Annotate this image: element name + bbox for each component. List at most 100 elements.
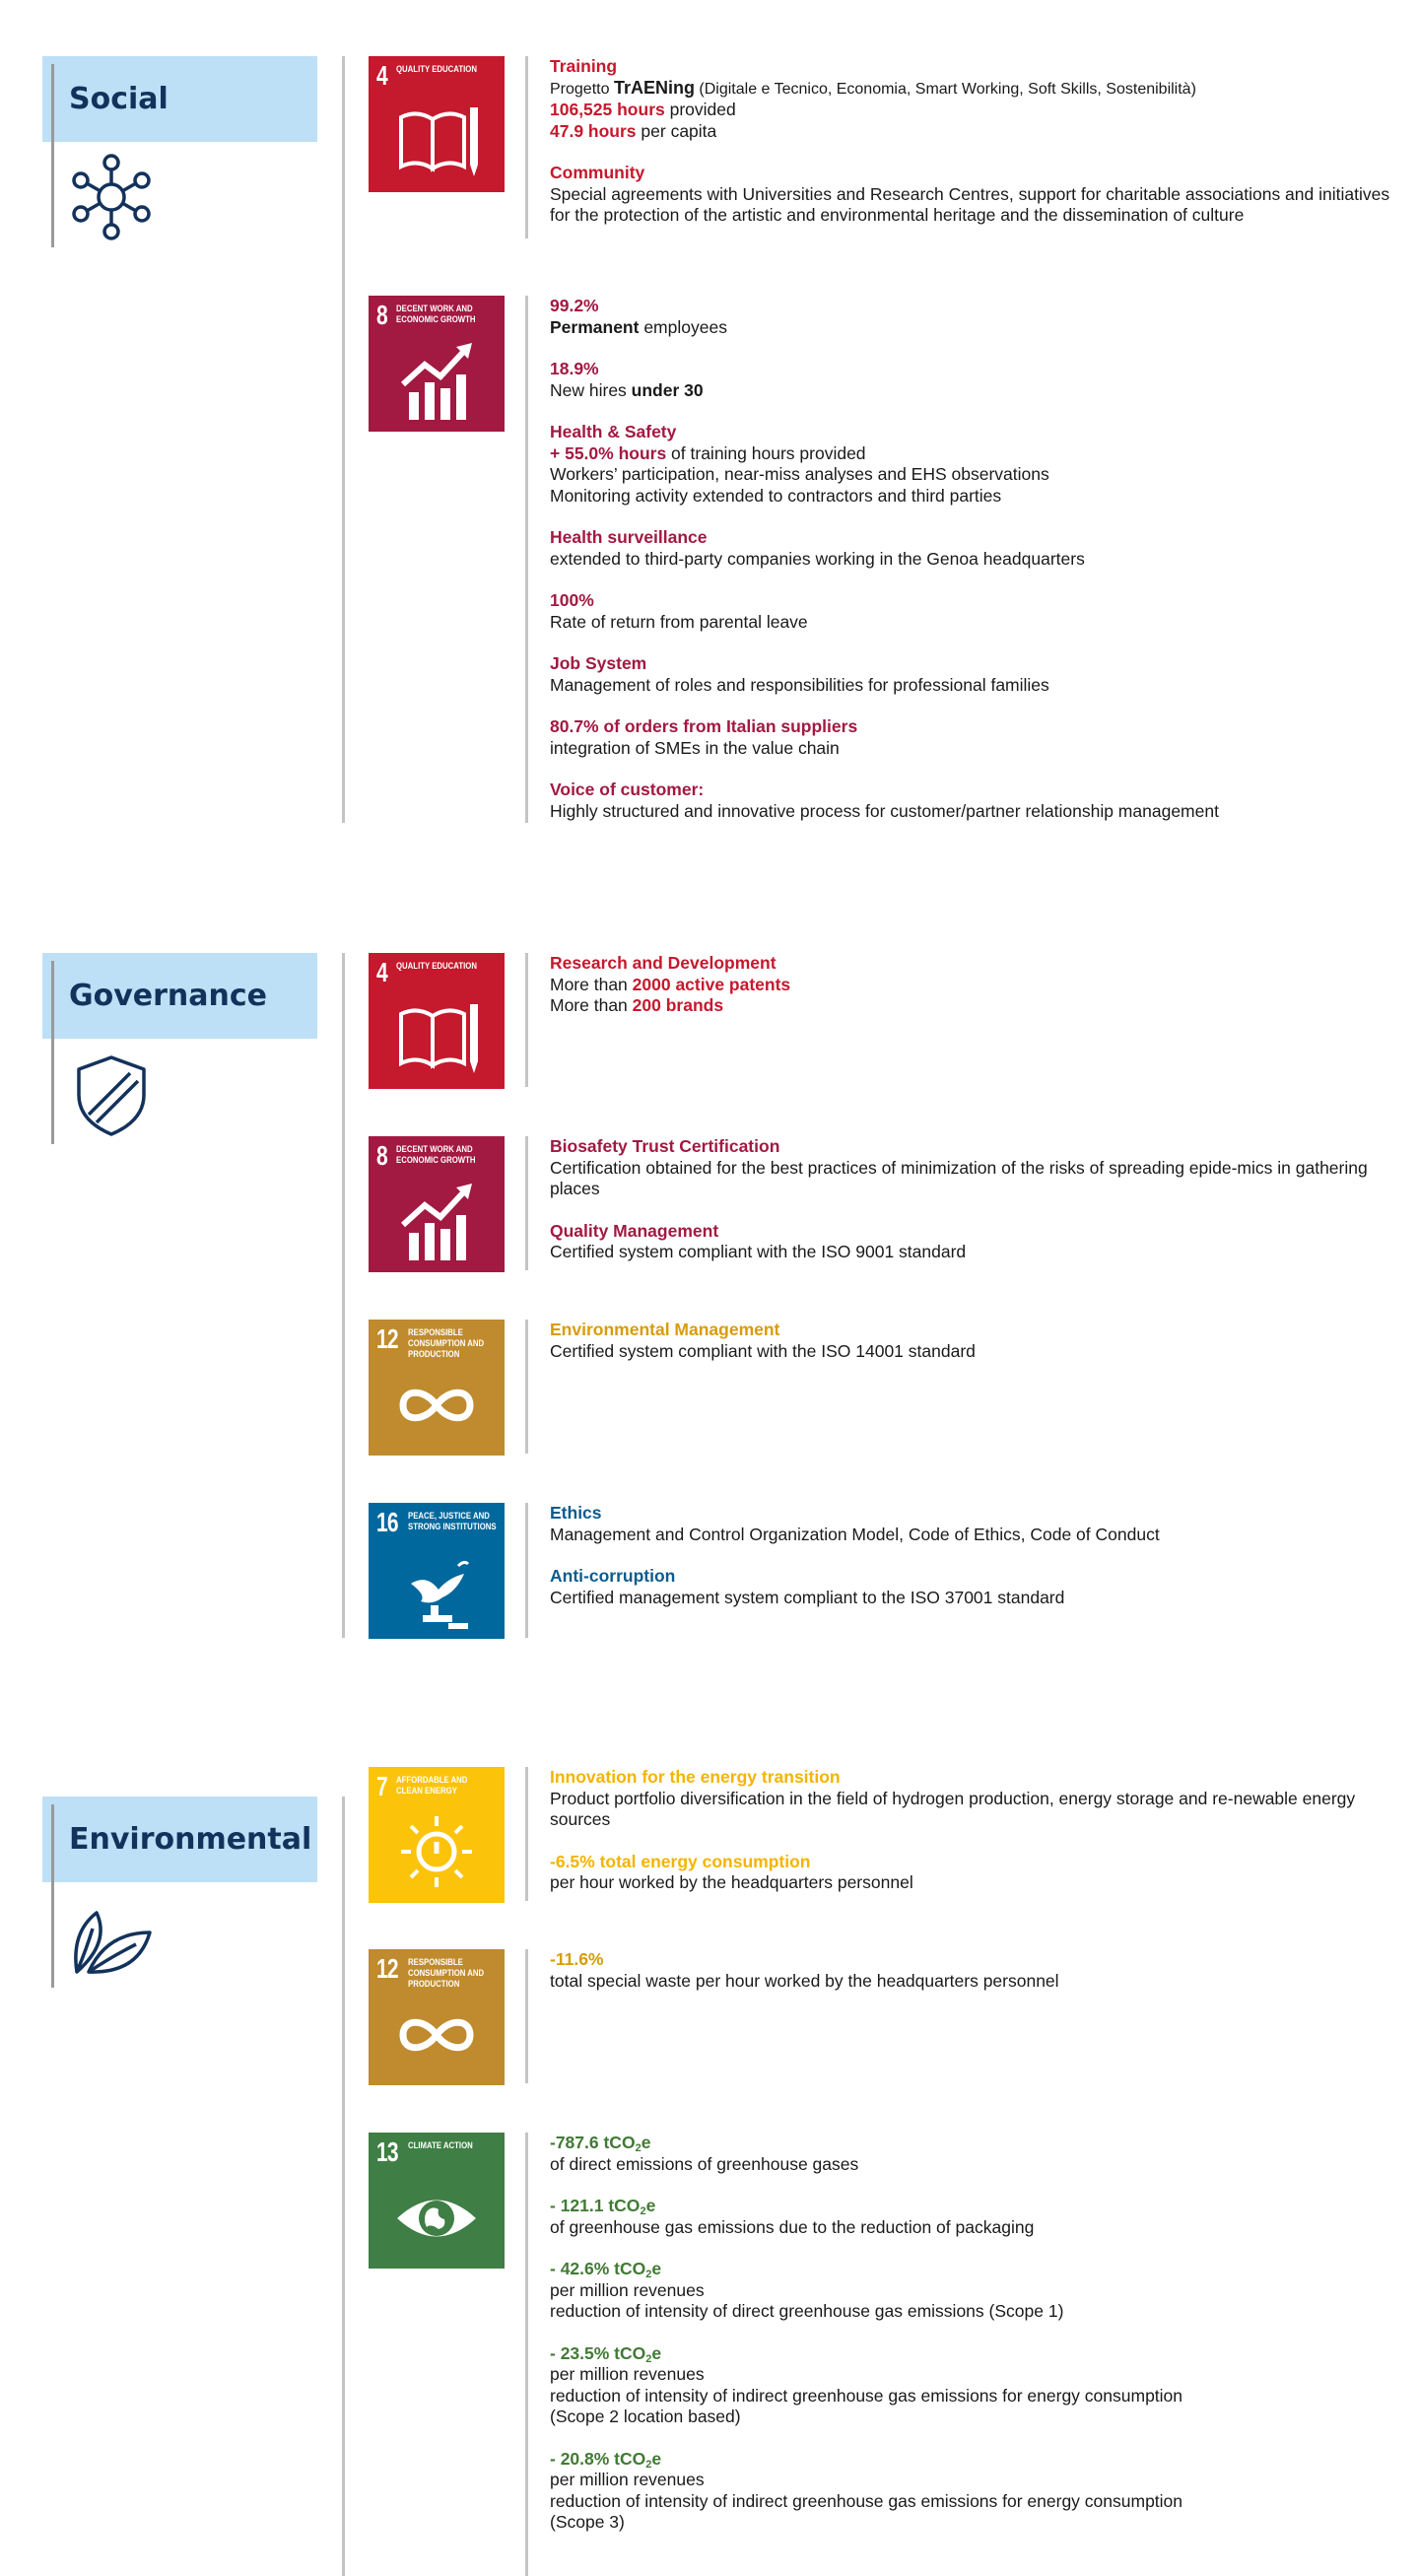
entry-new-hires: 18.9% New hires under 30 bbox=[550, 359, 1407, 401]
co2-subscript: 2 bbox=[645, 2352, 652, 2365]
entry-text: of direct emissions of greenhouse gases bbox=[550, 2153, 859, 2174]
brands-value: 200 brands bbox=[632, 995, 724, 1015]
entry-value: 18.9% bbox=[550, 359, 599, 378]
entry-special-waste: -11.6% total special waste per hour work… bbox=[550, 1949, 1407, 1992]
co2-subscript: 2 bbox=[645, 2269, 652, 2280]
entry-text: reduction of intensity of indirect green… bbox=[550, 2385, 1183, 2406]
sdg-title: PEACE, JUSTICE AND STRONG INSTITUTIONS bbox=[408, 1511, 497, 1532]
entry-text: Product portfolio diversification in the… bbox=[550, 1788, 1356, 1830]
co2-suffix: e bbox=[651, 2342, 662, 2363]
entry-text: reduction of intensity of direct greenho… bbox=[550, 2301, 1064, 2321]
patents-value: 2000 active patents bbox=[632, 974, 791, 994]
entry-job-system: Job System Management of roles and respo… bbox=[550, 653, 1407, 696]
entry-parental-leave: 100% Rate of return from parental leave bbox=[550, 590, 1407, 633]
governance-peace-entries: Ethics Management and Control Organizati… bbox=[550, 1503, 1407, 1608]
entry-anti-corruption: Anti-corruption Certified management sys… bbox=[550, 1566, 1407, 1608]
tile-divider bbox=[525, 2133, 528, 2576]
entry-heading: Quality Management bbox=[550, 1220, 719, 1241]
sdg-title: QUALITY EDUCATION bbox=[396, 961, 477, 972]
sdg-number: 13 bbox=[376, 2136, 399, 2167]
hours-suffix: provided bbox=[664, 100, 736, 119]
tile-divider bbox=[525, 1503, 528, 1638]
section-label-social: Social bbox=[42, 56, 317, 142]
entry-text: total special waste per hour worked by t… bbox=[550, 1970, 1059, 1991]
entry-text: Highly structured and innovative process… bbox=[550, 800, 1219, 821]
co2-subscript: 2 bbox=[635, 2142, 642, 2154]
section-divider bbox=[51, 961, 54, 1144]
sdg-number: 8 bbox=[376, 300, 388, 330]
environmental-energy-entries: Innovation for the energy transition Pro… bbox=[550, 1767, 1407, 1894]
sdg-number: 7 bbox=[376, 1771, 388, 1801]
sdg-number: 4 bbox=[376, 60, 388, 91]
entry-text: extended to third-party companies workin… bbox=[550, 548, 1085, 569]
sdg-tile-decent-work: 8 DECENT WORK AND ECONOMIC GROWTH bbox=[369, 296, 505, 432]
social-section: Social 4 QUALITY EDUCATION Training Prog… bbox=[0, 56, 1419, 825]
shield-icon bbox=[67, 1050, 156, 1138]
entry-direct-emissions: -787.6 tCO2e of direct emissions of gree… bbox=[550, 2133, 1407, 2175]
column-divider bbox=[342, 1796, 345, 2576]
social-education-entries: Training Progetto TrAENing (Digitale e T… bbox=[550, 56, 1407, 227]
entry-community: Community Special agreements with Univer… bbox=[550, 163, 1407, 227]
entry-research-development: Research and Development More than 2000 … bbox=[550, 953, 1407, 1017]
entry-heading: Research and Development bbox=[550, 953, 777, 973]
tile-divider bbox=[525, 1136, 528, 1270]
entry-heading: Biosafety Trust Certification bbox=[550, 1136, 780, 1156]
sdg-tile-quality-education: 4 QUALITY EDUCATION bbox=[369, 56, 505, 192]
training-suffix: (Digitale e Tecnico, Economia, Smart Wor… bbox=[694, 80, 1196, 98]
entry-text: Rate of return from parental leave bbox=[550, 611, 808, 632]
entry-text: (Scope 2 location based) bbox=[550, 2407, 741, 2426]
governance-work-entries: Biosafety Trust Certification Certificat… bbox=[550, 1136, 1407, 1263]
hours-value: 106,525 hours bbox=[550, 100, 665, 119]
entry-permanent: 99.2% Permanent employees bbox=[550, 296, 1407, 338]
training-brand: TrAENing bbox=[613, 77, 695, 98]
tile-divider bbox=[525, 1320, 528, 1454]
sdg-title: DECENT WORK AND ECONOMIC GROWTH bbox=[396, 1144, 476, 1166]
leaves-icon bbox=[67, 1893, 156, 1982]
entry-quality-management: Quality Management Certified system comp… bbox=[550, 1221, 1407, 1263]
infinity-icon bbox=[387, 1991, 486, 2079]
hs-suffix: of training hours provided bbox=[666, 442, 866, 463]
entry-suppliers: 80.7% of orders from Italian suppliers i… bbox=[550, 716, 1407, 759]
dove-gavel-icon bbox=[387, 1544, 486, 1633]
entry-energy-transition: Innovation for the energy transition Pro… bbox=[550, 1767, 1407, 1831]
sdg-title: RESPONSIBLE CONSUMPTION AND PRODUCTION bbox=[408, 1327, 485, 1360]
entry-value: - 42.6% tCO bbox=[550, 2259, 646, 2278]
entry-heading: -6.5% total energy consumption bbox=[550, 1851, 811, 1871]
entry-text: Workers’ participation, near-miss analys… bbox=[550, 464, 1049, 484]
section-label-environmental: Environmental bbox=[42, 1796, 317, 1882]
environmental-section: Environmental 7 AFFORDABLE AND CLEAN ENE… bbox=[0, 1767, 1419, 2576]
hs-value: + 55.0% hours bbox=[550, 442, 667, 463]
book-pencil-icon bbox=[387, 98, 486, 186]
entry-health-surveillance: Health surveillance extended to third-pa… bbox=[550, 527, 1407, 570]
entry-text: per million revenues bbox=[550, 2364, 705, 2384]
entry-text: Certified system compliant with the ISO … bbox=[550, 1242, 967, 1261]
co2-suffix: e bbox=[651, 2448, 662, 2469]
entry-text: Monitoring activity extended to contract… bbox=[550, 485, 1002, 506]
sun-power-icon bbox=[387, 1808, 486, 1897]
entry-text: per million revenues bbox=[550, 2279, 705, 2300]
entry-energy-consumption: -6.5% total energy consumption per hour … bbox=[550, 1852, 1407, 1894]
growth-chart-icon bbox=[387, 1178, 486, 1266]
environmental-climate-entries: -787.6 tCO2e of direct emissions of gree… bbox=[550, 2133, 1407, 2534]
section-label-governance: Governance bbox=[42, 953, 317, 1039]
infinity-icon bbox=[387, 1361, 486, 1450]
entry-value: 100% bbox=[550, 590, 594, 610]
entry-training: Training Progetto TrAENing (Digitale e T… bbox=[550, 56, 1407, 142]
entry-text: Management and Control Organization Mode… bbox=[550, 1524, 1160, 1544]
entry-heading: Innovation for the energy transition bbox=[550, 1767, 841, 1787]
entry-heading: 80.7% of orders from Italian suppliers bbox=[550, 716, 858, 736]
entry-value: 99.2% bbox=[550, 296, 599, 315]
growth-chart-icon bbox=[387, 337, 486, 426]
tile-divider bbox=[525, 953, 528, 1087]
co2-suffix: e bbox=[651, 2259, 662, 2278]
entry-heading: Health & Safety bbox=[550, 422, 677, 441]
section-divider bbox=[51, 1804, 54, 1988]
entry-heading: Job System bbox=[550, 653, 647, 673]
sdg-tile-responsible-consumption: 12 RESPONSIBLE CONSUMPTION AND PRODUCTIO… bbox=[369, 1949, 505, 2085]
training-prefix: Progetto bbox=[550, 80, 614, 98]
entry-biosafety: Biosafety Trust Certification Certificat… bbox=[550, 1136, 1407, 1200]
sdg-tile-peace-justice: 16 PEACE, JUSTICE AND STRONG INSTITUTION… bbox=[369, 1503, 505, 1639]
sdg-title: AFFORDABLE AND CLEAN ENERGY bbox=[396, 1775, 468, 1796]
governance-education-entries: Research and Development More than 2000 … bbox=[550, 953, 1407, 1017]
entry-text: Certification obtained for the best prac… bbox=[550, 1157, 1368, 1199]
